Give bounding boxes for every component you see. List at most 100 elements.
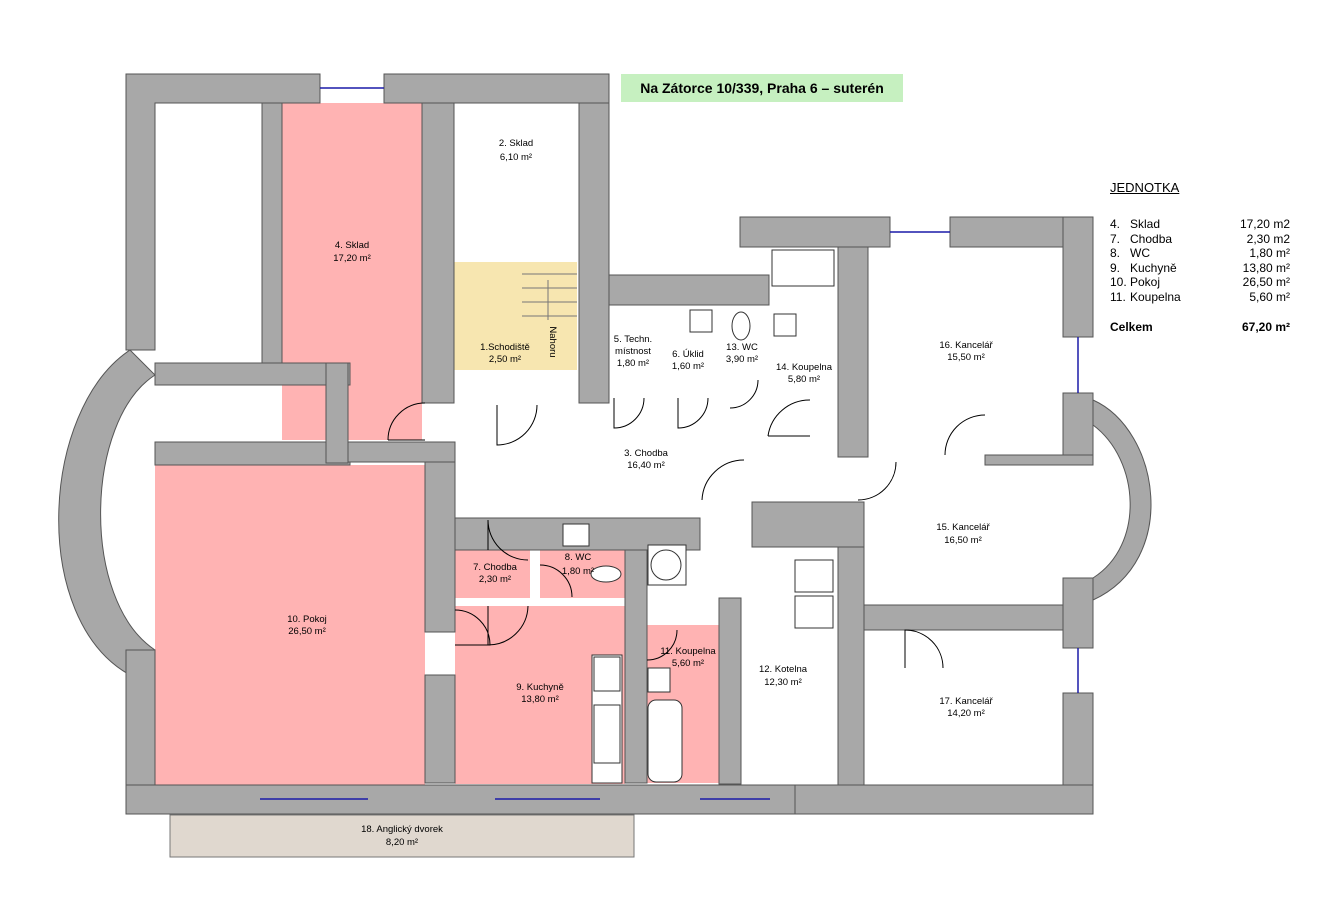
wall-v bbox=[863, 604, 1065, 631]
room-18-area: 8,20 m² bbox=[386, 837, 418, 848]
door-7 bbox=[487, 519, 529, 561]
legend-row: 8. WC 1,80 m² bbox=[1110, 246, 1290, 261]
room-14-area: 5,80 m² bbox=[788, 374, 820, 385]
room-12-name: 12. Kotelna bbox=[759, 664, 808, 675]
wall-q bbox=[1062, 216, 1094, 338]
wall-e bbox=[421, 102, 455, 404]
room-7-area: 2,30 m² bbox=[479, 574, 511, 585]
stair-direction: Nahoru bbox=[547, 326, 558, 357]
legend-row: 10. Pokoj 26,50 m² bbox=[1110, 275, 1290, 290]
legend-total-label: Celkem bbox=[1110, 320, 1153, 334]
plan-title: Na Zátorce 10/339, Praha 6 – suterén bbox=[621, 74, 903, 102]
sink-11 bbox=[647, 667, 671, 693]
wall-d bbox=[325, 362, 349, 464]
door-12 bbox=[701, 459, 745, 501]
sink-14 bbox=[773, 313, 797, 337]
door-10 bbox=[454, 609, 491, 646]
sink-8 bbox=[562, 523, 590, 547]
door-13 bbox=[729, 379, 759, 409]
toilet-8 bbox=[590, 565, 622, 583]
legend-row: 4. Sklad 17,20 m2 bbox=[1110, 217, 1290, 232]
wall-n bbox=[739, 216, 891, 248]
wall-l bbox=[718, 597, 742, 785]
room-17-name: 17. Kancelář bbox=[939, 696, 993, 707]
legend-area: 1,80 m² bbox=[1249, 246, 1290, 260]
room-10-name: 10. Pokoj bbox=[287, 614, 327, 625]
legend-area: 13,80 m² bbox=[1242, 260, 1290, 275]
room-3-area: 16,40 m² bbox=[627, 460, 665, 471]
cooktop bbox=[593, 656, 621, 692]
wall-f bbox=[578, 102, 610, 404]
room-7-name: 7. Chodba bbox=[473, 562, 518, 573]
wall-k bbox=[624, 549, 648, 784]
room-12-area: 12,30 m² bbox=[764, 677, 802, 688]
legend-name: Chodba bbox=[1130, 231, 1173, 246]
legend-num: 9. bbox=[1110, 260, 1121, 275]
boiler-circle bbox=[650, 549, 682, 581]
door-14 bbox=[767, 399, 811, 437]
legend-num: 11. bbox=[1110, 289, 1126, 304]
legend-area: 26,50 m² bbox=[1242, 275, 1290, 289]
wall-o bbox=[837, 246, 869, 458]
legend-area: 5,60 m² bbox=[1249, 289, 1290, 304]
room-18-name: 18. Anglický dvorek bbox=[361, 824, 443, 835]
windows bbox=[260, 87, 1079, 800]
sink-6 bbox=[689, 309, 713, 333]
courtyard-fill bbox=[169, 814, 635, 858]
unit-legend: JEDNOTKA 4. Sklad 17,20 m2 7. Chodba 2,3… bbox=[1110, 180, 1290, 334]
room-13-name: 13. WC bbox=[726, 342, 758, 353]
room-4-fill bbox=[282, 103, 422, 440]
wall-y bbox=[794, 784, 1094, 815]
room-9-area: 13,80 m² bbox=[521, 694, 559, 705]
wall-b bbox=[154, 362, 351, 386]
legend-name: Pokoj bbox=[1130, 275, 1161, 289]
wall-w bbox=[1062, 577, 1094, 649]
room-8-name: 8. WC bbox=[565, 552, 592, 563]
boiler-unit-1 bbox=[794, 559, 834, 593]
legend-total: Celkem 67,20 m² bbox=[1110, 320, 1290, 334]
outer-left-wall bbox=[125, 73, 321, 351]
top-mid-wall bbox=[383, 73, 610, 104]
wall-h bbox=[424, 461, 456, 633]
door-2 bbox=[496, 404, 538, 446]
room-16-area: 15,50 m² bbox=[947, 352, 985, 363]
legend-row: 9. Kuchyně 13,80 m² bbox=[1110, 261, 1290, 276]
right-bay bbox=[1092, 399, 1152, 601]
toilet-13 bbox=[731, 311, 751, 341]
wall-u bbox=[837, 546, 865, 788]
wall-a bbox=[261, 102, 283, 364]
legend-area: 17,20 m2 bbox=[1239, 217, 1290, 231]
walls bbox=[58, 73, 1094, 815]
door-16 bbox=[944, 414, 986, 456]
room-5-name-1: 5. Techn. bbox=[614, 334, 652, 345]
legend-num: 4. bbox=[1110, 217, 1121, 231]
fixtures bbox=[562, 249, 835, 784]
room-1-name: 1.Schodiště bbox=[480, 342, 530, 353]
room-16-name: 16. Kancelář bbox=[939, 340, 993, 351]
bathtub bbox=[647, 699, 683, 783]
room-10-area: 26,50 m² bbox=[288, 626, 326, 637]
door-11 bbox=[646, 629, 678, 661]
room-14-name: 14. Koupelna bbox=[776, 362, 833, 373]
legend-heading: JEDNOTKA bbox=[1110, 180, 1180, 195]
room-11-name: 11. Koupelna bbox=[660, 646, 716, 657]
room-labels: 2. Sklad 6,10 m² 4. Sklad 17,20 m² 1.Sch… bbox=[287, 138, 993, 848]
room-4-area: 17,20 m² bbox=[333, 253, 371, 264]
door-17 bbox=[904, 629, 944, 669]
wall-t bbox=[751, 501, 865, 548]
legend-row: 7. Chodba 2,30 m2 bbox=[1110, 232, 1290, 247]
kitchen-sink bbox=[593, 704, 621, 764]
legend-num: 8. bbox=[1110, 246, 1121, 260]
wall-s bbox=[984, 454, 1094, 466]
room-9-name: 9. Kuchyně bbox=[516, 682, 564, 693]
room-2-name: 2. Sklad bbox=[499, 138, 533, 149]
room-3-name: 3. Chodba bbox=[624, 448, 669, 459]
stairs bbox=[522, 273, 577, 320]
legend-name: WC bbox=[1130, 246, 1150, 260]
room-15-area: 16,50 m² bbox=[944, 535, 982, 546]
room-15-name: 15. Kancelář bbox=[936, 522, 990, 533]
room-17-area: 14,20 m² bbox=[947, 708, 985, 719]
room-10-fill bbox=[155, 465, 425, 785]
room-6-name: 6. Úklid bbox=[672, 349, 704, 360]
